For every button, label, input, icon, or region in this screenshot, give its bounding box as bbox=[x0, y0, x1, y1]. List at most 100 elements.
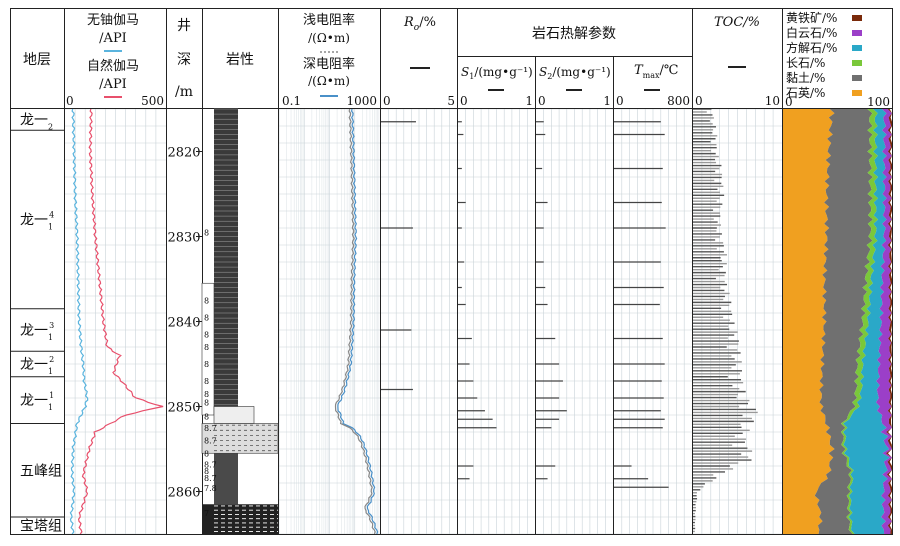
clay-area bbox=[814, 109, 873, 534]
s2-grid bbox=[536, 108, 613, 535]
res-grid bbox=[278, 108, 380, 535]
strat-label: 龙一11 bbox=[20, 391, 54, 412]
tmax-scale-min: 0 bbox=[616, 94, 624, 108]
legend-clay-label: 黏土/% bbox=[786, 71, 825, 85]
lith-code-label: 8 bbox=[204, 398, 209, 407]
lith-code-label: 8 bbox=[204, 413, 209, 422]
s1-scale-min: 0 bbox=[460, 94, 468, 108]
legend-clay-swatch bbox=[852, 75, 862, 81]
marl-band bbox=[201, 423, 279, 454]
lith-label-box bbox=[201, 282, 215, 416]
limestone-base bbox=[202, 504, 278, 534]
lith-code-label: 8 bbox=[204, 343, 209, 352]
header-depth-3: /m bbox=[175, 84, 193, 100]
dolomite-area bbox=[876, 109, 892, 534]
gamma-s-curve bbox=[77, 108, 164, 535]
strat-label: 宝塔组 bbox=[20, 519, 62, 535]
frame bbox=[10, 8, 893, 535]
legend-quartz-swatch bbox=[852, 90, 862, 96]
gamma-scale-min: 0 bbox=[66, 94, 74, 108]
header-gamma-u: 无铀伽马 bbox=[87, 13, 139, 28]
header-ro: Ro/% bbox=[403, 15, 436, 33]
header-s1: S1/(mg•g⁻¹) bbox=[461, 65, 533, 81]
legend-quartz-label: 石英/% bbox=[786, 86, 825, 100]
header-depth-1: 井 bbox=[177, 18, 191, 34]
res-scale-max: 1000 bbox=[346, 94, 377, 108]
feldspar-area bbox=[840, 109, 879, 534]
ro-scale-max: 5 bbox=[447, 94, 455, 108]
depth-tick-label: 2840 bbox=[167, 316, 200, 331]
tmax-grid bbox=[614, 108, 692, 535]
res-deep-curve bbox=[337, 108, 379, 535]
lith-code-label: 7 bbox=[204, 509, 209, 518]
lith-code-label: 8.7 bbox=[204, 474, 217, 483]
lith-code-label: 8 bbox=[204, 296, 209, 305]
strat-label: 龙一13 bbox=[20, 321, 54, 342]
legend-calcite-label: 方解石/% bbox=[786, 40, 837, 55]
ro-scale-min: 0 bbox=[383, 94, 391, 108]
shale-lower bbox=[214, 453, 238, 505]
pyrite-area bbox=[885, 109, 892, 534]
s1-grid bbox=[458, 108, 535, 535]
quartz-area bbox=[783, 109, 835, 534]
lith-code-label: 8.7 bbox=[204, 460, 217, 469]
legend-dolomite-swatch bbox=[852, 30, 862, 36]
header-lith: 岩性 bbox=[226, 52, 254, 68]
s2-scale-min: 0 bbox=[538, 94, 546, 108]
depth-tick-label: 2820 bbox=[167, 146, 200, 161]
header-res-unit-2: /(Ω•m) bbox=[308, 74, 350, 88]
legend-feldspar-label: 长石/% bbox=[786, 56, 825, 70]
header-res-deep: 深电阻率 bbox=[303, 56, 355, 72]
legend-calcite-swatch bbox=[852, 45, 862, 51]
header-toc: TOC/% bbox=[714, 15, 760, 30]
strat-label: 龙一14 bbox=[20, 211, 54, 232]
gamma-scale-max: 500 bbox=[141, 94, 164, 108]
s2-scale-max: 1 bbox=[603, 94, 611, 108]
res-scale-min: 0.1 bbox=[282, 94, 301, 108]
lith-code-label: 8.7 bbox=[204, 437, 217, 446]
depth-tick-label: 2850 bbox=[167, 401, 200, 416]
lith-code-label: 8 bbox=[204, 449, 209, 458]
depth-tick-label: 2830 bbox=[167, 231, 200, 246]
strat-label: 龙一12 bbox=[20, 355, 54, 376]
header-res-shallow: 浅电阻率 bbox=[303, 12, 355, 28]
lith-code-label: 8 bbox=[204, 390, 209, 399]
limestone-band bbox=[213, 406, 255, 424]
gamma-u-curve bbox=[69, 108, 89, 535]
lith-code-label: 8.7 bbox=[204, 424, 217, 433]
s1-scale-max: 1 bbox=[525, 94, 533, 108]
lith-code-label: 8 bbox=[204, 313, 209, 322]
lith-code-label: 7.8 bbox=[204, 484, 217, 493]
header-s2: S2/(mg•g⁻¹) bbox=[539, 65, 611, 81]
legend-pyrite-swatch bbox=[852, 15, 862, 21]
res-shallow-curve bbox=[334, 108, 376, 535]
mineral-scale-min: 0 bbox=[785, 95, 793, 109]
shale-body bbox=[214, 109, 238, 407]
header-strat: 地层 bbox=[23, 52, 51, 68]
header-gamma-u-unit: /API bbox=[99, 31, 127, 46]
legend-dolomite-label: 白云石/% bbox=[786, 25, 837, 40]
legend-pyrite-label: 黄铁矿/% bbox=[786, 11, 837, 25]
lith-code-label: 8 bbox=[204, 228, 209, 237]
toc-scale-max: 10 bbox=[765, 94, 780, 108]
depth-tick-label: 2860 bbox=[167, 486, 200, 501]
ro-grid bbox=[381, 108, 457, 535]
legend-feldspar-swatch bbox=[852, 60, 862, 66]
toc-grid bbox=[693, 108, 782, 535]
header-gamma-s-unit: /API bbox=[99, 77, 127, 92]
toc-scale-min: 0 bbox=[695, 94, 703, 108]
mineral-legend: 黄铁矿/% 白云石/% 方解石/% 长石/% 黏土/% 石英/% bbox=[786, 11, 862, 100]
mineral-scale-max: 100 bbox=[867, 95, 890, 109]
header-pyro: 岩石热解参数 bbox=[532, 25, 616, 42]
lith-code-label: 8 bbox=[204, 377, 209, 386]
strat-label: 五峰组 bbox=[20, 463, 62, 479]
header-res-unit-1: /(Ω•m) bbox=[308, 31, 350, 45]
lith-code-label: 8 bbox=[204, 360, 209, 369]
calcite-area bbox=[843, 109, 890, 534]
tmax-scale-max: 800 bbox=[667, 94, 690, 108]
lith-code-label: 8 bbox=[204, 330, 209, 339]
